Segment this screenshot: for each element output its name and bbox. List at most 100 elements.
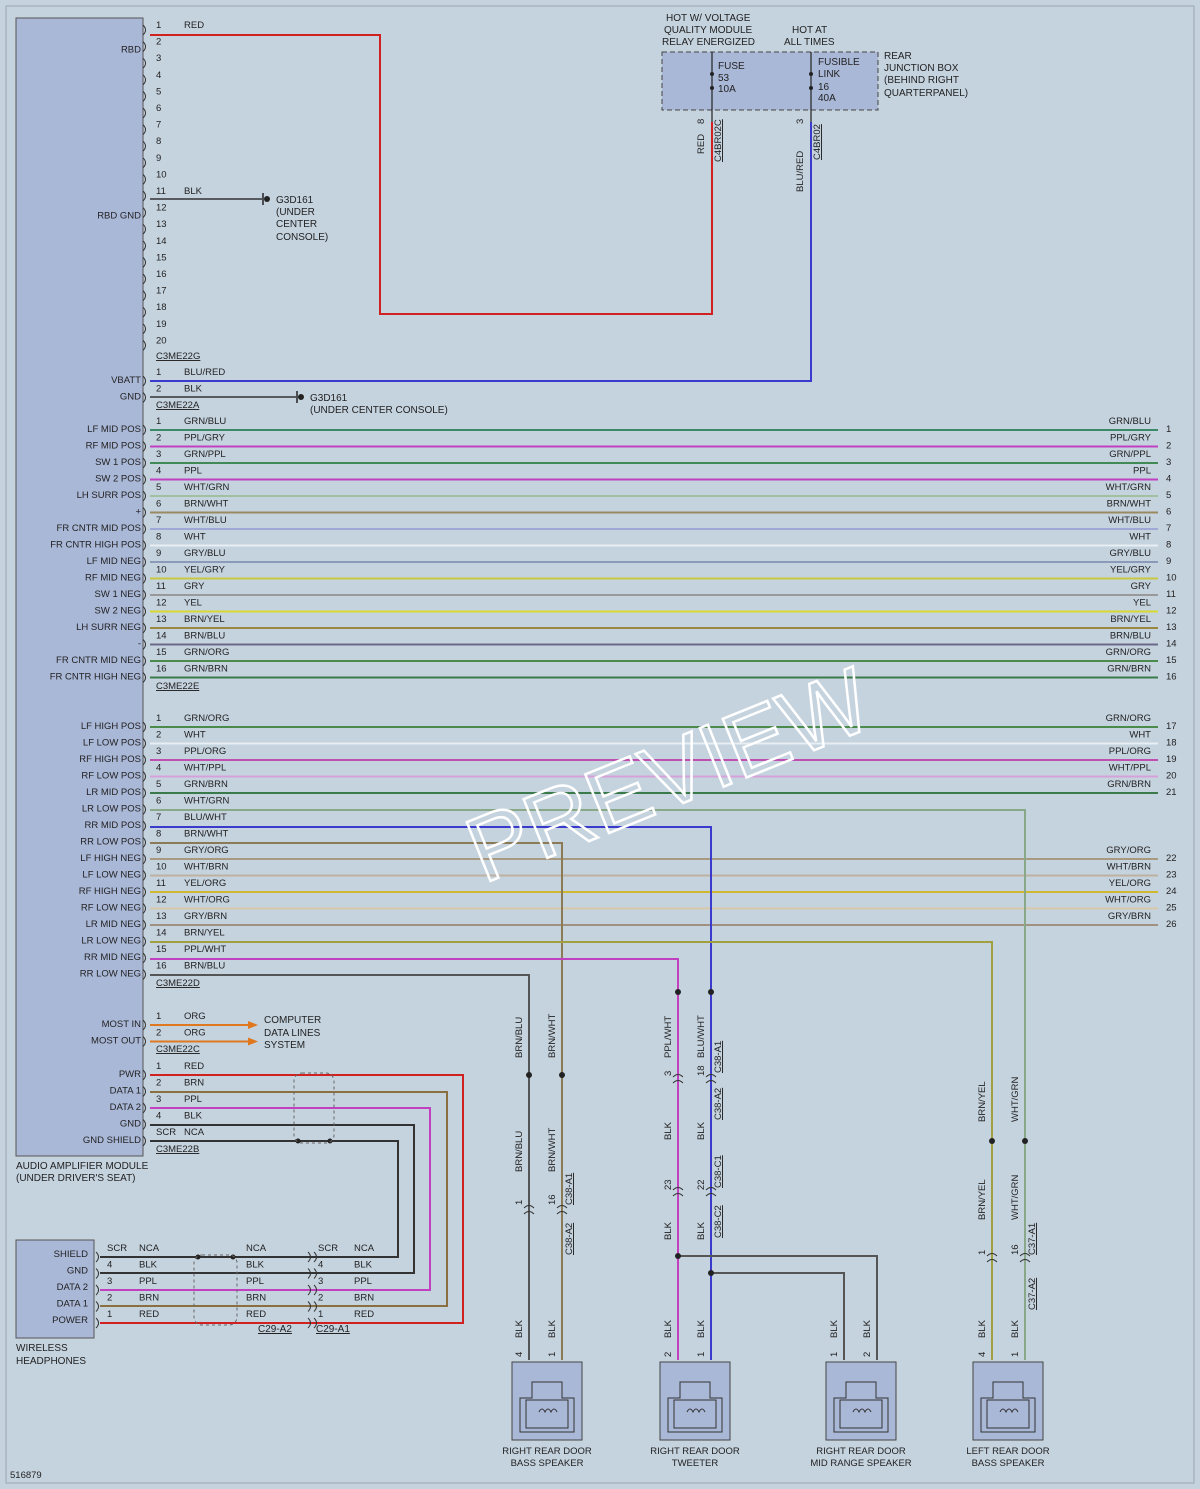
junction-box-outline <box>661 51 879 111</box>
speaker-box <box>825 1361 897 1441</box>
rrb-splice-1 <box>526 1072 532 1078</box>
pin-notch <box>142 523 146 535</box>
wire-color: GRN/BRN <box>184 779 228 790</box>
pin-notch <box>142 441 146 452</box>
pin-number: 15 <box>156 647 167 658</box>
wire-color: WHT/ORG <box>184 895 230 906</box>
wire-color-right: YEL <box>1133 598 1151 609</box>
rear-junction-box: HOT W/ VOLTAGE QUALITY MODULE RELAY ENER… <box>661 13 968 192</box>
headphones-name-1: WIRELESS <box>16 1343 68 1354</box>
pin-signal: LR LOW NEG <box>81 936 141 947</box>
speaker-cone <box>986 1399 1030 1429</box>
tw-bluwht-wire <box>150 826 712 1360</box>
wire-color-right: YEL/ORG <box>1109 878 1151 889</box>
pin-signal: RF HIGH NEG <box>79 886 141 897</box>
pin-number: 4 <box>156 1111 161 1122</box>
hp-signal: POWER <box>52 1315 88 1326</box>
pin-number: 15 <box>156 944 167 955</box>
hp-color: BRN <box>139 1293 159 1304</box>
pin-number: 2 <box>156 1078 161 1089</box>
connector-notch <box>307 1284 317 1296</box>
rrb-brnblu-wire <box>150 974 530 1360</box>
pin-notch <box>142 157 146 169</box>
output-number: 14 <box>1166 639 1177 650</box>
hp-color: NCA <box>139 1243 160 1254</box>
hp-color-2: PPL <box>354 1276 372 1287</box>
wire-color-right: BRN/BLU <box>1110 631 1151 642</box>
pin-number: 14 <box>156 236 167 247</box>
ground-loc2: (UNDER CENTER CONSOLE) <box>310 405 448 416</box>
pin-number: 13 <box>156 614 167 625</box>
headphones-box <box>15 1239 95 1339</box>
connector-label: C3ME22B <box>156 1144 199 1155</box>
wire-color: YEL/GRY <box>184 565 226 576</box>
speaker-icon <box>980 1381 1036 1433</box>
mid-splice-1 <box>675 1253 681 1259</box>
wire-color-right: GRY <box>1131 581 1152 592</box>
pin-number: 4 <box>514 1352 525 1357</box>
speaker-icon <box>833 1381 889 1433</box>
output-number: 19 <box>1166 754 1177 765</box>
connector-label: C3ME22A <box>156 400 200 411</box>
wire-color: YEL/ORG <box>184 878 226 889</box>
output-number: 20 <box>1166 771 1177 782</box>
wire-color: GRN/BLU <box>184 416 226 427</box>
pin-notch <box>142 124 146 135</box>
pin-number: 1 <box>1010 1352 1021 1357</box>
pin-notch <box>142 919 146 931</box>
hp-signal: GND <box>67 1266 88 1277</box>
hp-color-mid: RED <box>246 1309 266 1320</box>
twisted-pair-marker-2 <box>193 1254 238 1326</box>
hp-color-2: NCA <box>354 1243 375 1254</box>
pin-signal: GND SHIELD <box>83 1135 141 1146</box>
pin-notch <box>142 837 146 848</box>
lrb-brnyel-wire <box>150 941 993 1360</box>
connector-notch <box>556 1205 568 1215</box>
output-number: 10 <box>1166 573 1177 584</box>
ground-symbol-2 <box>296 391 304 403</box>
hp-ppl-wire <box>100 1107 431 1291</box>
connector-notch <box>523 1205 535 1215</box>
speaker-name-1: RIGHT REAR DOOR <box>650 1446 740 1457</box>
wire-color: PPL <box>184 466 202 477</box>
pin-signal: FR CNTR MID POS <box>57 523 141 534</box>
pin-number: 15 <box>156 252 167 263</box>
wire-color: GRY/BRN <box>184 911 227 922</box>
most-destination: COMPUTER DATA LINES SYSTEM <box>264 1015 321 1051</box>
lrb-splice-1 <box>989 1138 995 1144</box>
pin-number: 8 <box>156 136 161 147</box>
wire-color-right: WHT/BRN <box>1107 862 1151 873</box>
pin-notch <box>142 622 146 634</box>
hp-color-mid: NCA <box>246 1243 267 1254</box>
pin-number: 1 <box>156 713 161 724</box>
pin-notch <box>142 74 146 86</box>
tw-pplwht-wire <box>150 958 679 1360</box>
wire-label: BRN/BLU <box>514 1131 525 1172</box>
pin-signal: FR CNTR HIGH NEG <box>50 672 141 683</box>
hot-note-1b: QUALITY MODULE <box>664 25 752 36</box>
pin-signal: LR MID POS <box>86 787 141 798</box>
connector-label: C38-C2 <box>713 1205 724 1238</box>
pin-notch <box>142 290 146 301</box>
wire-color-right: PPL <box>1133 466 1151 477</box>
pin-signal: DATA 2 <box>110 1102 141 1113</box>
pin-signal: SW 1 NEG <box>95 589 141 600</box>
hp-signal: DATA 1 <box>57 1299 88 1310</box>
wire-color-right: GRN/BLU <box>1109 416 1151 427</box>
pin-notch <box>142 190 146 202</box>
diagram-id: 516879 <box>10 1470 42 1481</box>
pin-number: 3 <box>156 449 161 460</box>
wire-color: BRN/YEL <box>184 928 225 939</box>
amplifier-module-label: AUDIO AMPLIFIER MODULE (UNDER DRIVER'S S… <box>16 1161 149 1184</box>
wire-color-right: PPL/GRY <box>1110 433 1152 444</box>
wire-color-right: GRN/BRN <box>1107 664 1151 675</box>
hp-color-mid: BLK <box>246 1260 265 1271</box>
lrb-splice-2 <box>1022 1138 1028 1144</box>
rjb-connector-c: C4BR02C <box>713 119 724 162</box>
pin-number: 1 <box>829 1352 840 1357</box>
